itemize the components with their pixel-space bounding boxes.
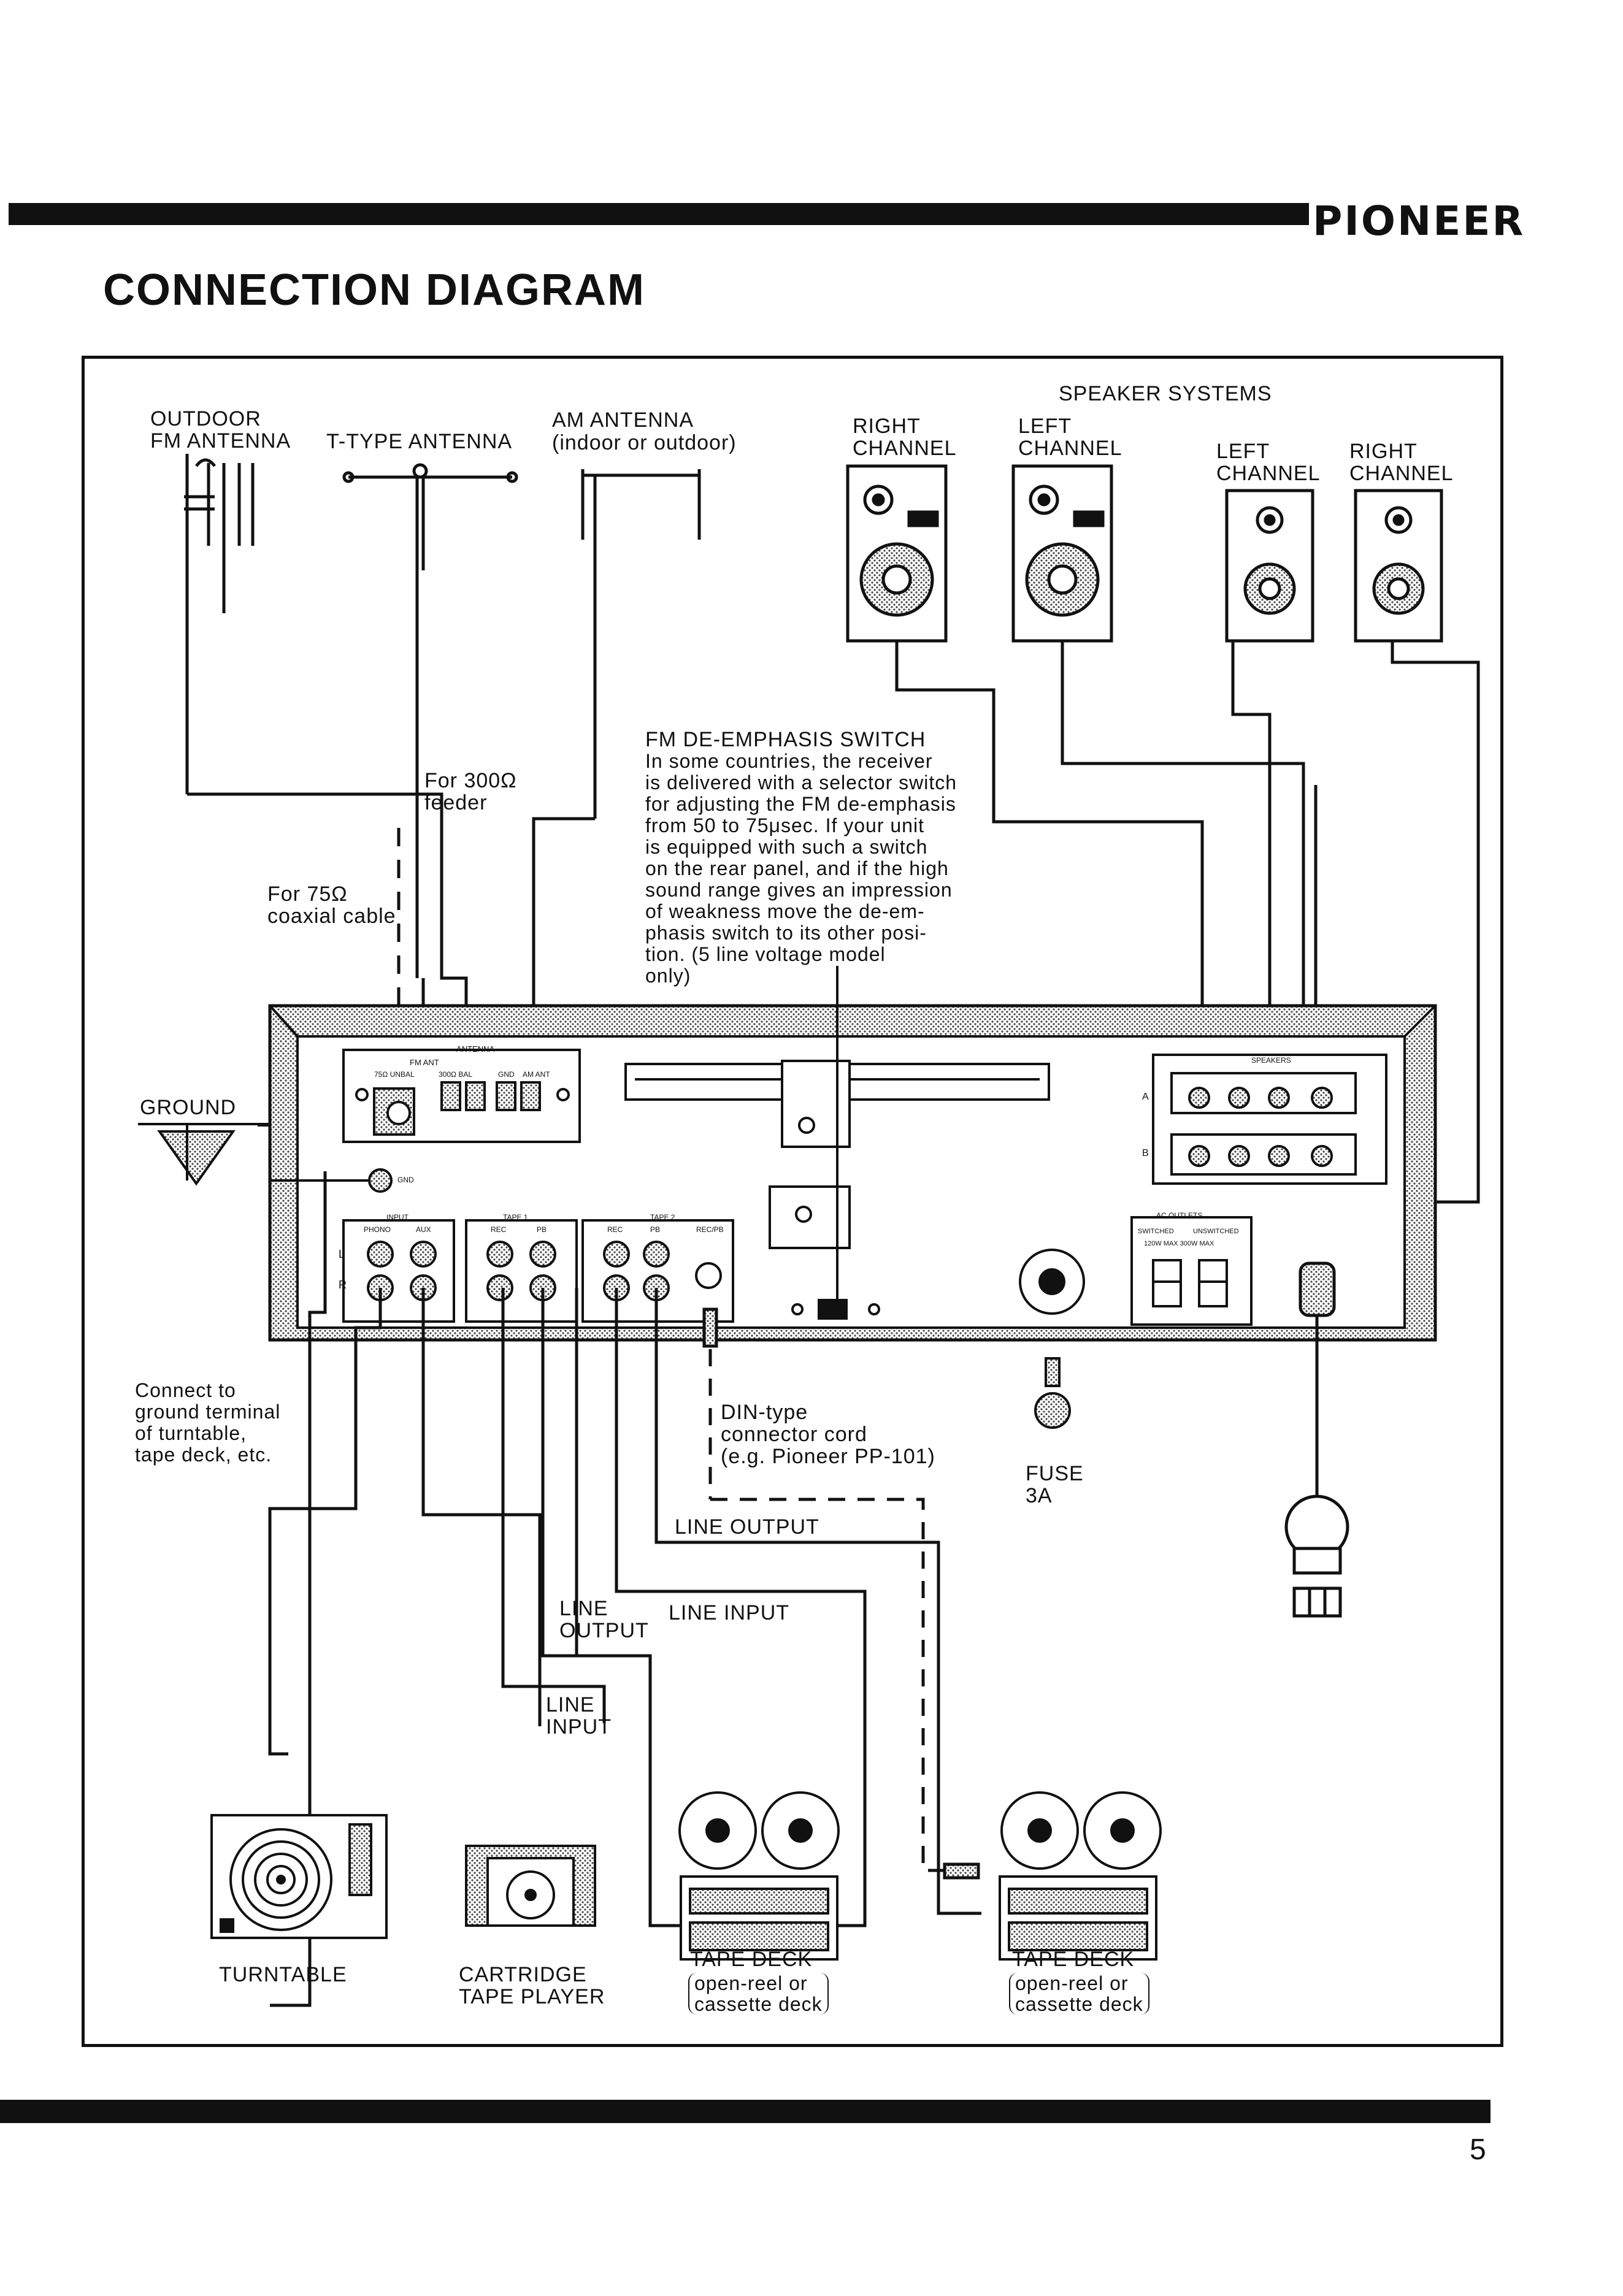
ground-label: GROUND [140, 1096, 237, 1119]
outdoor-fm-antenna-icon [184, 454, 255, 794]
fuse-holder-icon [1019, 1249, 1085, 1429]
panel-tape2-pb: PB [650, 1225, 661, 1234]
feeder-300-label: For 300Ω feeder [424, 769, 517, 814]
deemphasis-switch-icon [791, 1299, 880, 1320]
panel-aux-label: AUX [416, 1225, 431, 1234]
turntable-label: TURNTABLE [219, 1963, 347, 1986]
tape-deck-1-icon [678, 1791, 840, 1961]
panel-speakers-b: B [1142, 1148, 1149, 1158]
panel-300-label: 300Ω BAL [439, 1070, 473, 1079]
panel-tape1-rec: REC [491, 1225, 507, 1234]
diagram-frame [82, 356, 1503, 2047]
speaker-left-2-label: LEFT CHANNEL [1216, 440, 1321, 485]
panel-ac-outlets-label: AC OUTLETS [1156, 1211, 1203, 1220]
speaker-right-2-icon [1354, 489, 1443, 643]
speaker-systems-header: SPEAKER SYSTEMS [1059, 382, 1272, 405]
footer-rule [0, 2100, 1491, 2123]
din-cord [702, 1307, 980, 1880]
panel-input-label: INPUT [386, 1213, 409, 1222]
deemphasis-body: In some countries, the receiver is deliv… [645, 750, 957, 987]
line-input-label-2: LINE INPUT [546, 1693, 612, 1739]
panel-switched-label: SWITCHED [1138, 1228, 1174, 1235]
panel-unswitched-label: UNSWITCHED [1193, 1228, 1239, 1235]
am-antenna-note: (indoor or outdoor) [552, 431, 737, 454]
speaker-terminal-block [1152, 1054, 1387, 1185]
panel-recpb-label: REC/PB [696, 1225, 724, 1234]
t-type-antenna-label: T-TYPE ANTENNA [326, 430, 513, 453]
panel-phono-label: PHONO [364, 1225, 391, 1234]
ground-terminal-icon [368, 1168, 393, 1193]
panel-speakers-label: SPEAKERS [1251, 1056, 1291, 1065]
panel-tape1-pb: PB [537, 1225, 547, 1234]
tape-deck-2-icon [999, 1791, 1162, 1961]
tape-deck-1-label: TAPE DECK [690, 1948, 813, 1971]
panel-antenna-label: ANTENNA [456, 1044, 495, 1054]
t-type-antenna-icon [342, 463, 518, 794]
ground-spike-icon [138, 1123, 270, 1186]
line-output-label-1: LINE OUTPUT [675, 1515, 819, 1539]
tape-deck-1-note: open-reel or cassette deck [688, 1973, 829, 2015]
power-plug-icon [1284, 1261, 1349, 1618]
speaker-right-1-icon [846, 464, 948, 643]
brand-logo: PIONEER [1313, 197, 1525, 245]
page-number: 5 [1470, 2133, 1486, 2166]
fuse-label: FUSE 3A [1026, 1462, 1084, 1507]
panel-75-label: 75Ω UNBAL [374, 1070, 415, 1079]
deemphasis-heading: FM DE-EMPHASIS SWITCH [645, 728, 926, 751]
panel-r-label: R [339, 1279, 347, 1291]
header-rule [9, 203, 1309, 225]
cartridge-tape-player-icon [465, 1845, 596, 1927]
cartridge-label: CARTRIDGE TAPE PLAYER [459, 1963, 605, 2008]
input-jack-panel [342, 1219, 455, 1323]
line-input-label-1: LINE INPUT [669, 1601, 790, 1624]
panel-speakers-a: A [1142, 1092, 1149, 1102]
antenna-terminal-block [342, 1049, 581, 1143]
turntable-icon [210, 1814, 388, 1939]
speaker-right-1-label: RIGHT CHANNEL [853, 415, 957, 460]
panel-tape1-label: TAPE 1 [503, 1213, 528, 1222]
ground-note: Connect to ground terminal of turntable,… [135, 1379, 281, 1466]
coax-75-label: For 75Ω coaxial cable [267, 882, 396, 928]
speaker-left-2-icon [1225, 489, 1314, 643]
panel-fm-ant-label: FM ANT [410, 1058, 439, 1067]
tape1-jack-panel [465, 1219, 578, 1323]
panel-am-ant-label: AM ANT [523, 1070, 550, 1079]
panel-tape2-rec: REC [607, 1225, 623, 1234]
page-title: CONNECTION DIAGRAM [103, 266, 645, 315]
am-antenna-label: AM ANTENNA [552, 408, 694, 432]
outdoor-fm-antenna-label: OUTDOOR FM ANTENNA [150, 407, 291, 453]
tape-deck-2-label: TAPE DECK [1012, 1948, 1135, 1971]
ac-outlets [1130, 1216, 1253, 1326]
panel-l-label: L [339, 1248, 345, 1260]
din-cord-label: DIN-type connector cord (e.g. Pioneer PP… [721, 1401, 935, 1468]
panel-ratings-label: 120W MAX 300W MAX [1144, 1240, 1214, 1247]
panel-gnd-small-label: GND [397, 1176, 414, 1184]
am-antenna-icon [581, 469, 701, 819]
line-output-label-2: LINE OUTPUT [559, 1597, 649, 1642]
panel-tape2-label: TAPE 2 [650, 1213, 675, 1222]
panel-gnd-label: GND [498, 1070, 515, 1079]
tape-deck-2-note: open-reel or cassette deck [1009, 1973, 1149, 2015]
speaker-right-2-label: RIGHT CHANNEL [1349, 440, 1454, 485]
speaker-left-1-icon [1011, 464, 1113, 643]
speaker-left-1-label: LEFT CHANNEL [1018, 415, 1122, 460]
